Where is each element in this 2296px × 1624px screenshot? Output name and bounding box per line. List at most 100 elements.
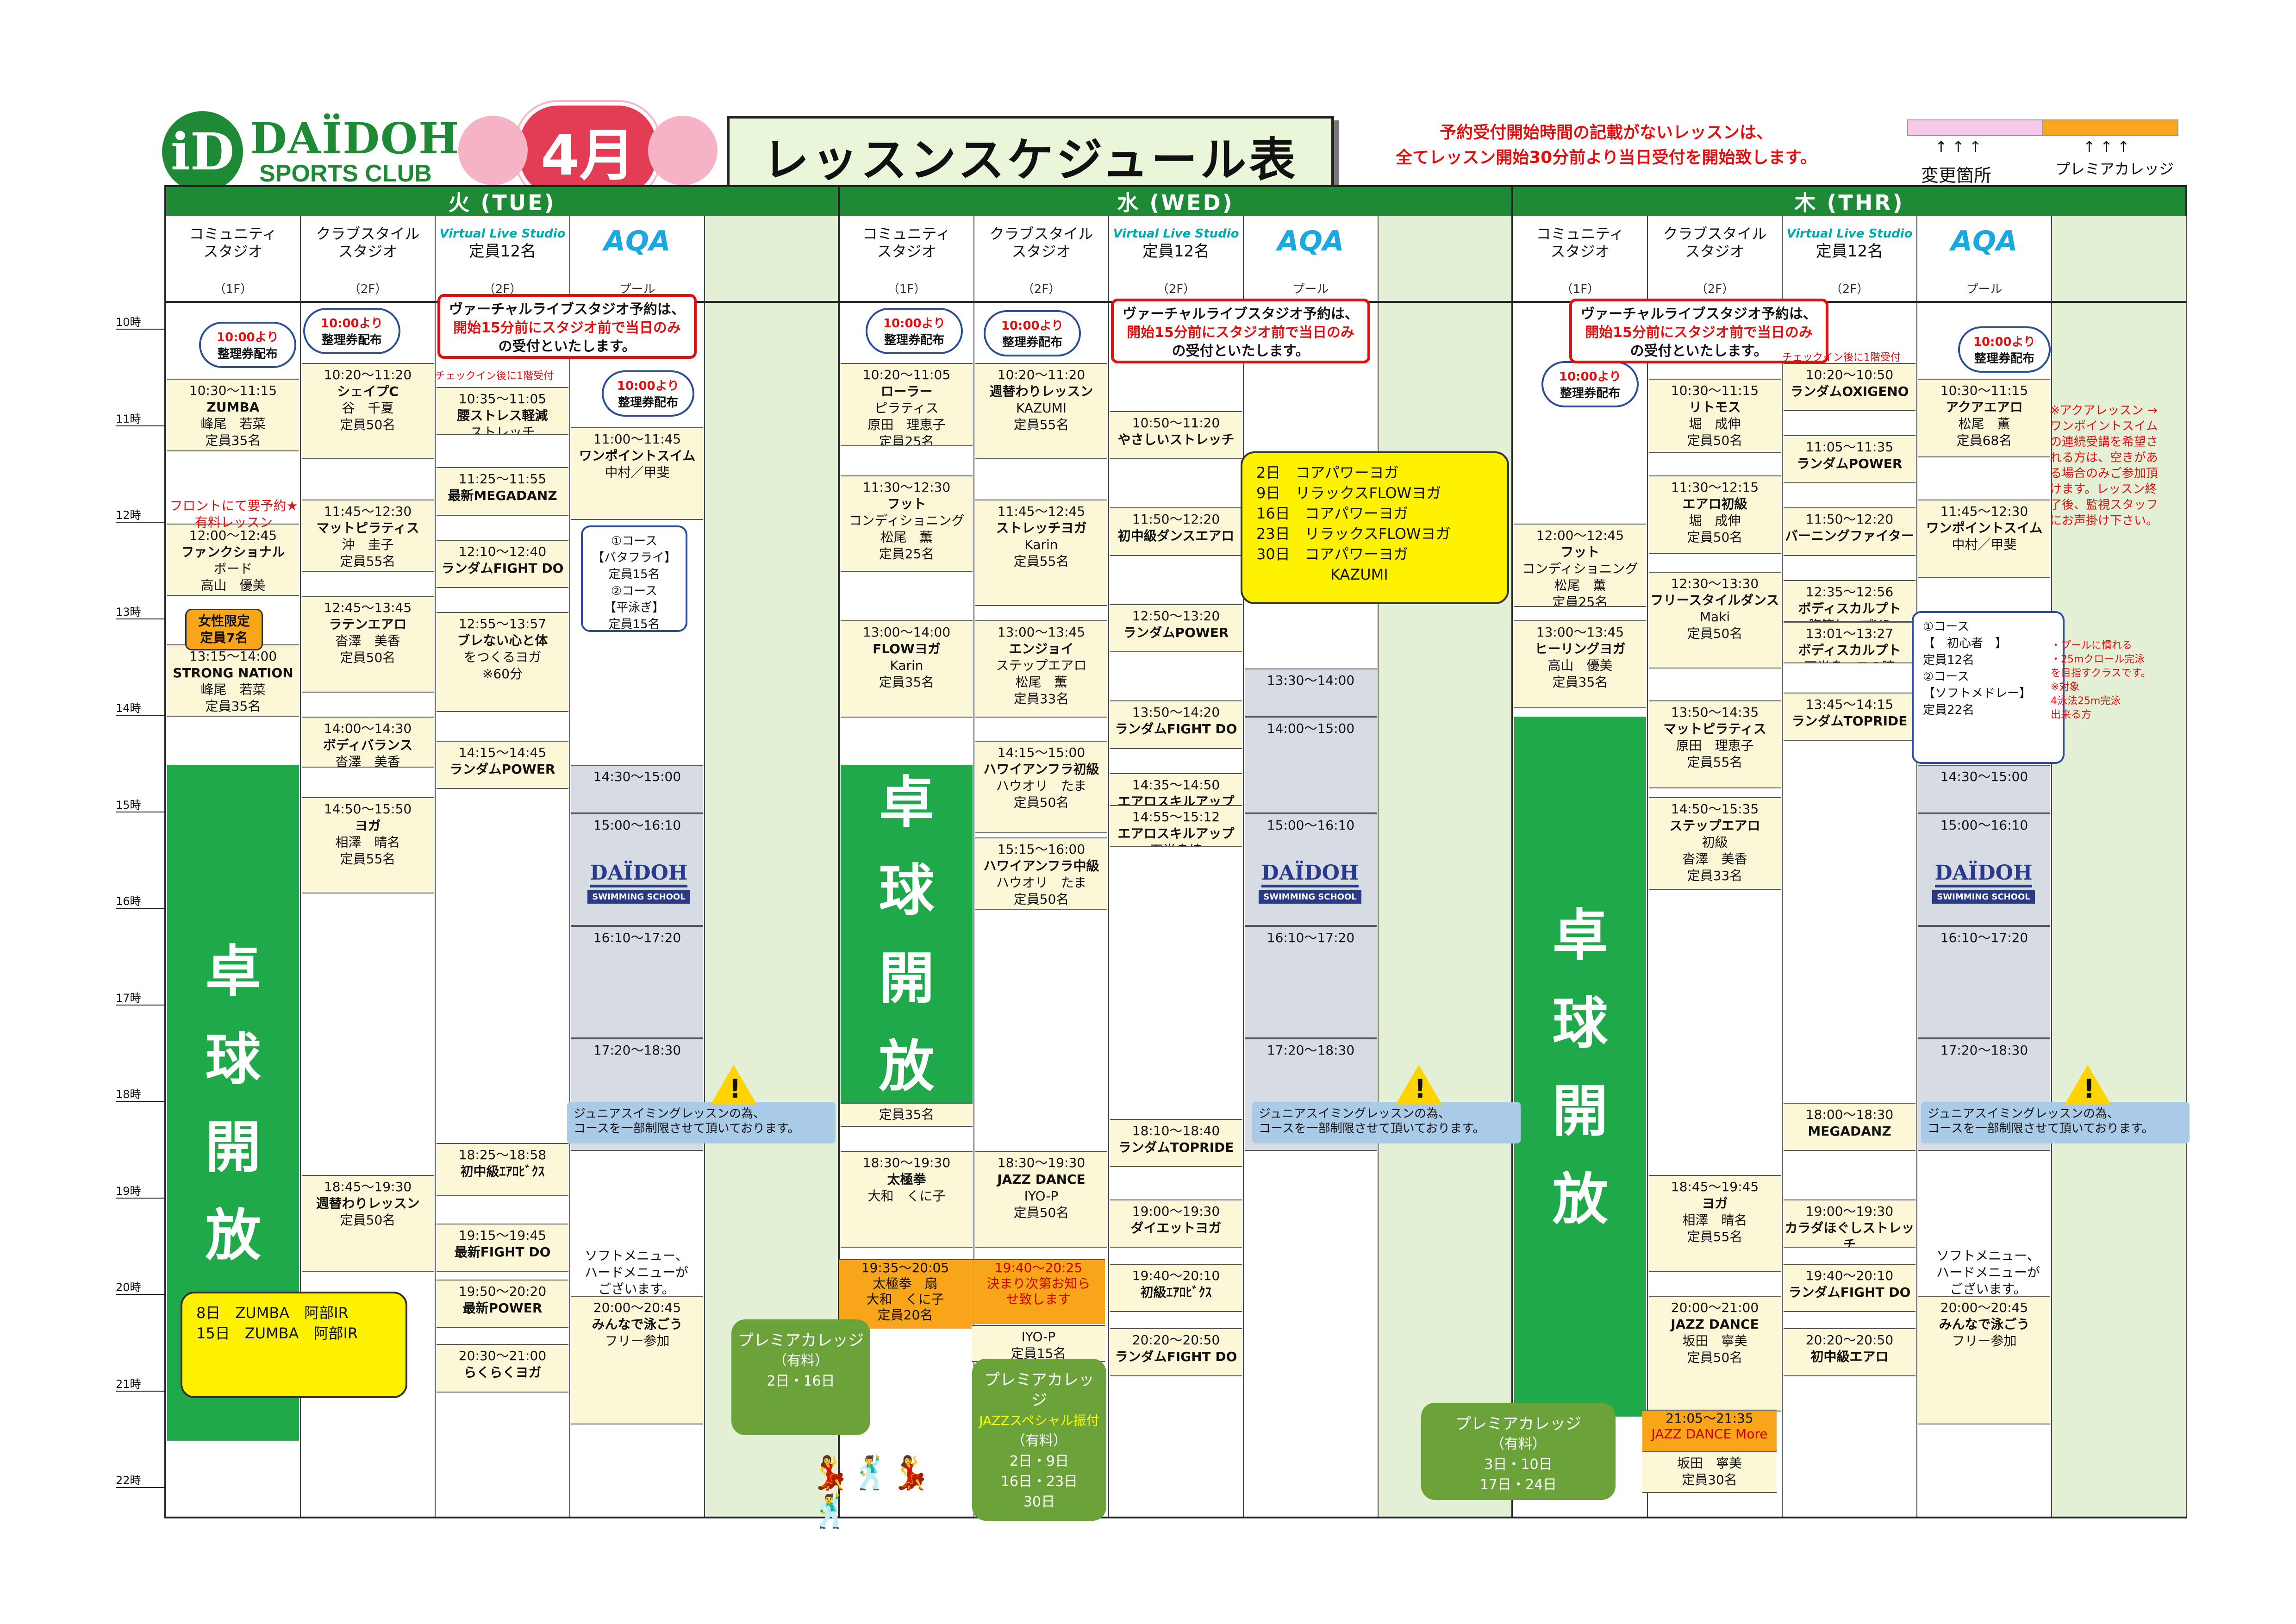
slot-line: る場合のみご参加頂	[2050, 467, 2159, 481]
pool-slot[interactable]: 14:30～15:00	[571, 765, 703, 813]
pool-slot[interactable]: 16:10～17:20	[1245, 925, 1377, 1038]
slot-time: 12:00～12:45	[1536, 528, 1624, 543]
slot-text: 定員25名	[879, 546, 935, 562]
slot-time: 14:30～15:00	[593, 769, 681, 785]
pool-slot[interactable]: 14:30～15:00	[1918, 765, 2050, 813]
slot-text: 腰ストレス軽減	[457, 407, 548, 423]
slot-text: 堀 成伸	[1689, 512, 1741, 528]
slot-text: 松尾 薫	[1958, 416, 2010, 432]
notice-line: 全てレッスン開始30分前より当日受付を開始致します。	[1396, 148, 1817, 167]
class-slot[interactable]: 14:55～15:12エアロスキルアップ下半身編	[1110, 805, 1242, 847]
slot-text: エアロ初級	[1682, 496, 1747, 512]
slot-text: ハウオリ たま	[996, 778, 1087, 794]
pool-slot[interactable]: 15:00～16:10	[1245, 813, 1377, 926]
slot-text: 週替わりレッスン	[316, 1196, 420, 1212]
slot-text: ハワイアンフラ中級	[983, 858, 1099, 874]
virtual-studio-logo: Virtual Live Studio	[439, 227, 566, 241]
hour-label: 12時	[116, 506, 164, 523]
slot-time: 14:30～15:00	[1940, 769, 2028, 785]
takkyu-char: 卓	[205, 940, 261, 1004]
pool-slot[interactable]: 16:10～17:20	[571, 925, 703, 1038]
pool-slot[interactable]: 15:00～16:10	[1918, 813, 2050, 926]
hour-label: 21時	[116, 1375, 164, 1392]
class-slot[interactable]: 12:35～12:56ボディスカルプト腹筋ヒップUP	[1784, 580, 1915, 622]
pool-slot[interactable]: 14:00～15:00	[1245, 717, 1377, 813]
premier-date: 16日・23日	[1000, 1474, 1078, 1490]
pool-slot[interactable]: 16:10～17:20	[1918, 925, 2050, 1038]
pool-slot[interactable]: 13:30～14:00	[1245, 668, 1377, 717]
slot-time: 10:30～11:15	[1671, 383, 1759, 399]
slot-line: 【ソフトメドレー】	[1923, 687, 2032, 700]
bubble-line: 10:00より	[1001, 319, 1064, 333]
slot-text: 定員50名	[1687, 626, 1743, 642]
club-logo: iD DAÏDOH SPORTS CLUB	[162, 106, 459, 199]
pool-slot[interactable]: 15:00～16:10	[571, 813, 703, 926]
class-slot[interactable]: 定員35名	[841, 1103, 973, 1127]
class-slot[interactable]: 13:01～13:27ボディスカルプト下半身・二の腕	[1784, 621, 1915, 664]
slot-text: 最新POWER	[462, 1300, 543, 1316]
slot-text: フリー参加	[1952, 1333, 2017, 1349]
